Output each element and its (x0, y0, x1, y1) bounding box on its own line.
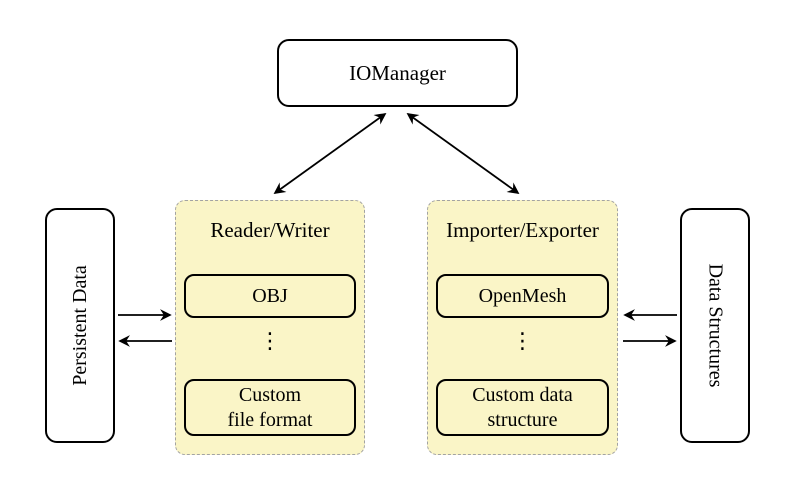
arrow-iomanager-reader-writer (273, 112, 387, 195)
node-obj: OBJ (184, 274, 356, 318)
group-reader-writer-title: Reader/Writer (210, 218, 330, 242)
node-custom-file-format-line2: file format (227, 408, 313, 431)
node-custom-file-format: Custom file format (184, 379, 356, 436)
reader-writer-ellipsis: ⋮ (259, 329, 281, 354)
group-importer-exporter: Importer/Exporter OpenMesh ⋮ Custom data… (427, 200, 618, 455)
node-custom-file-format-line1: Custom (238, 383, 302, 406)
node-data-structures-label: Data Structures (704, 263, 727, 388)
node-obj-label: OBJ (252, 284, 288, 307)
node-custom-data-structure-line2: structure (487, 408, 558, 431)
importer-exporter-ellipsis: ⋮ (511, 329, 534, 354)
node-persistent-data: Persistent Data (45, 208, 115, 443)
group-reader-writer: Reader/Writer OBJ ⋮ Custom file format (175, 200, 365, 455)
arrow-iomanager-importer-exporter (406, 112, 520, 195)
node-custom-data-structure-line1: Custom data (472, 383, 573, 406)
node-openmesh-label: OpenMesh (478, 284, 567, 307)
node-iomanager-label: IOManager (349, 60, 446, 85)
group-importer-exporter-title: Importer/Exporter (446, 218, 599, 242)
node-custom-data-structure: Custom data structure (436, 379, 609, 436)
node-persistent-data-label: Persistent Data (68, 265, 91, 386)
node-iomanager: IOManager (277, 39, 518, 107)
node-data-structures: Data Structures (680, 208, 750, 443)
node-openmesh: OpenMesh (436, 274, 609, 318)
